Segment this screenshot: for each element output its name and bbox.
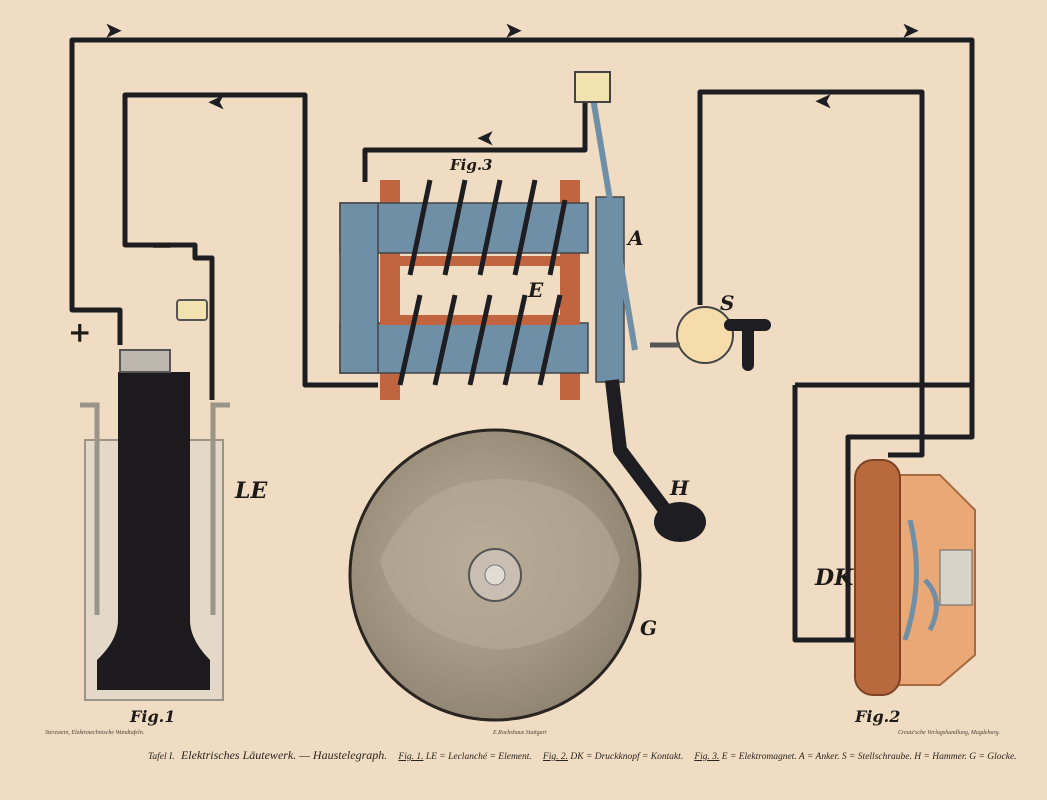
outer-wire	[69, 37, 975, 643]
armature-hammer	[574, 71, 706, 542]
svg-text:➤: ➤	[477, 127, 494, 151]
plate-title: Elektrisches Läutewerk. — Haustelegraph.	[180, 748, 388, 762]
label-fig2: Fig.2	[854, 707, 900, 726]
coil-top-wire	[362, 95, 588, 182]
fig3-legend: E = Elektromagnet. A = Anker. S = Stells…	[721, 752, 1017, 762]
label-g: G	[640, 616, 657, 640]
svg-text:➤: ➤	[902, 18, 919, 42]
electromagnet	[339, 179, 589, 400]
label-h: H	[669, 476, 690, 500]
fig3-ref: Fig. 3.	[694, 752, 720, 762]
label-a: A	[626, 226, 644, 250]
push-button-contact	[854, 459, 976, 696]
label-e: E	[527, 278, 544, 302]
label-dk: DK	[814, 565, 854, 591]
fig1-legend: LE = Leclanché = Element.	[425, 752, 532, 762]
fig1-ref: Fig. 1.	[398, 752, 424, 762]
svg-text:➤: ➤	[105, 18, 122, 42]
circuit-wires	[69, 37, 975, 643]
label-minus: −	[150, 229, 173, 262]
bell	[348, 428, 642, 722]
footer-publisher-left: Sterzstein, Elektrotechnische Wandtafeln…	[45, 730, 145, 736]
adjusting-screw	[650, 306, 771, 371]
svg-text:➤: ➤	[208, 91, 225, 115]
footer-printer: E.Rochshaus Stuttgart	[493, 730, 547, 736]
plate-number: Tafel I.	[148, 752, 175, 762]
leclanche-element	[80, 299, 230, 701]
legend-caption: Tafel I. Elektrisches Läutewerk. — Haust…	[148, 748, 1021, 763]
inner-wire-negative	[122, 92, 378, 400]
dk-lower-wire	[792, 385, 850, 643]
contact-wire	[697, 89, 925, 458]
label-plus: +	[68, 316, 91, 349]
svg-text:➤: ➤	[505, 18, 522, 42]
label-fig3: Fig.3	[449, 156, 493, 174]
label-le: LE	[234, 478, 268, 504]
footer-publisher-right: Creutz'sche Verlagshandlung, Magdeburg.	[898, 730, 1001, 736]
current-arrows: ➤ ➤ ➤ ➤ ➤ ➤	[105, 18, 919, 151]
fig2-legend: DK = Druckknopf = Kontakt.	[570, 752, 684, 762]
fig2-ref: Fig. 2.	[542, 752, 568, 762]
label-s: S	[720, 291, 734, 315]
svg-text:➤: ➤	[815, 90, 832, 114]
label-fig1: Fig.1	[129, 707, 175, 726]
